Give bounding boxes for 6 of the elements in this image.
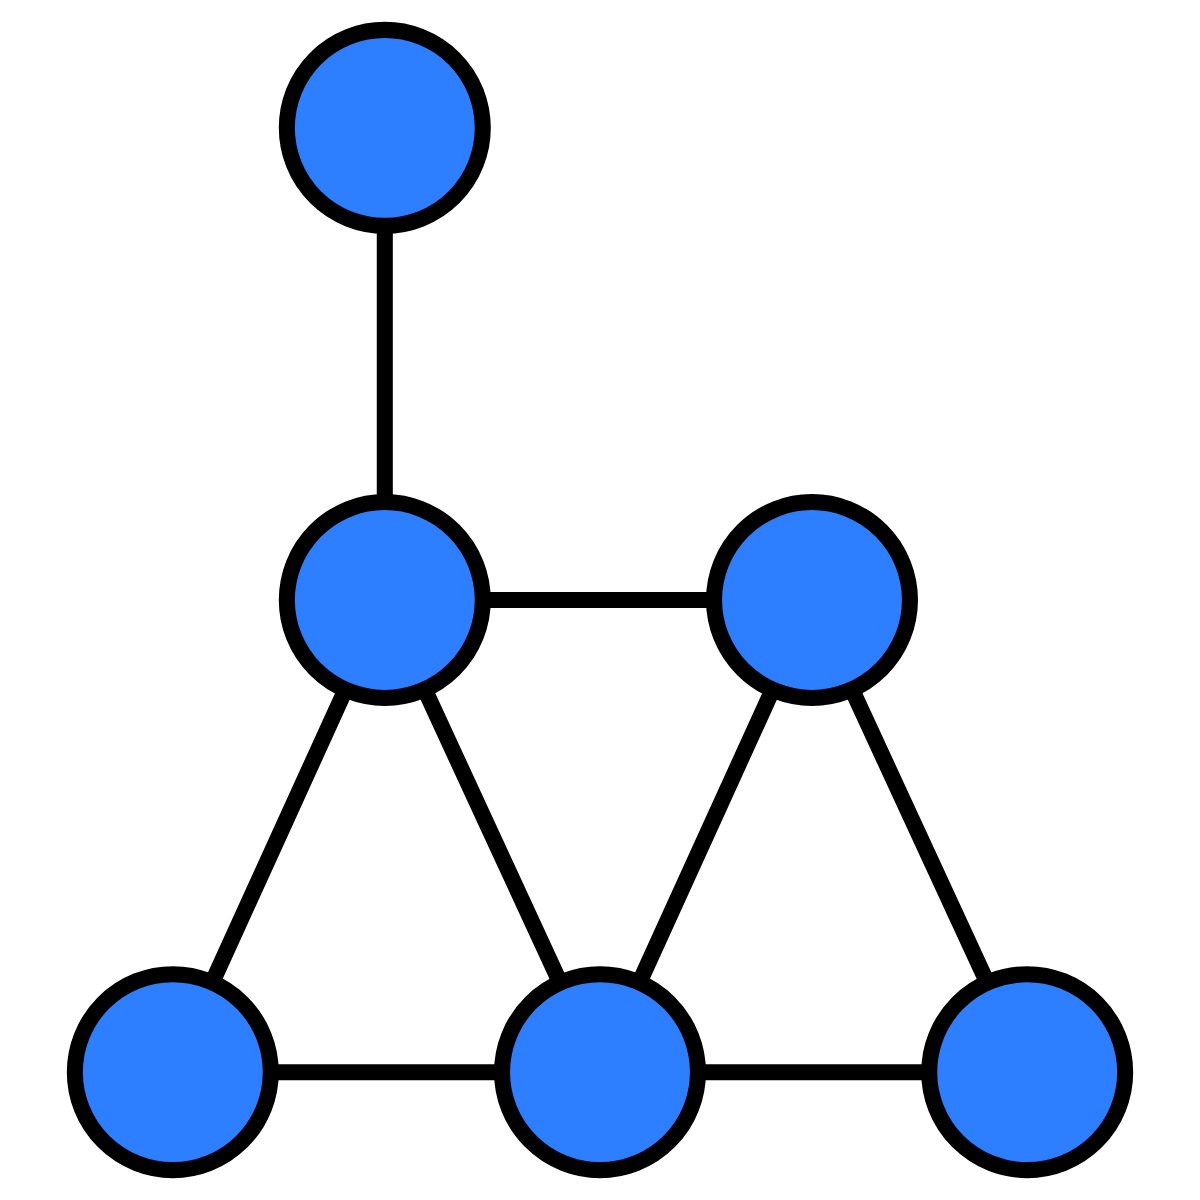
- node-circle: [278, 494, 491, 706]
- node-circle: [921, 966, 1134, 1179]
- node-circle: [66, 966, 279, 1179]
- node-circle: [706, 494, 918, 706]
- node-circle: [494, 966, 706, 1179]
- node-circle: [278, 21, 491, 234]
